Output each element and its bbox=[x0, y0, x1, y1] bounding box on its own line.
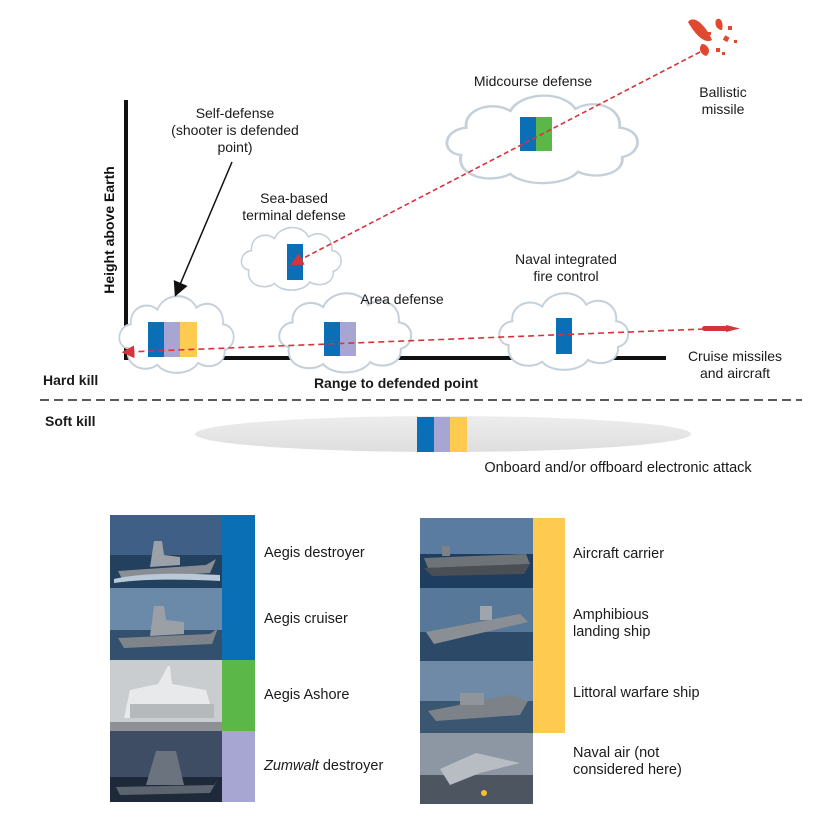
aegis-cruiser-label: Aegis cruiser bbox=[264, 611, 348, 627]
naval-air-line1: Naval air (not bbox=[573, 745, 660, 761]
terminal-bars bbox=[287, 244, 303, 280]
ballistic-line1: Ballistic bbox=[699, 84, 747, 100]
carrier-photo bbox=[420, 518, 533, 588]
cruise-line2: and aircraft bbox=[699, 365, 771, 381]
cruise-missile-label: Cruise missiles and aircraft bbox=[670, 348, 800, 382]
zumwalt-rest: destroyer bbox=[318, 758, 384, 774]
midcourse-label: Midcourse defense bbox=[473, 73, 593, 89]
ballistic-line2: missile bbox=[701, 101, 745, 117]
area-defense-bars bbox=[324, 322, 356, 356]
legend-bar-yellow bbox=[533, 518, 565, 733]
x-axis-label: Range to defended point bbox=[313, 375, 479, 391]
self-defense-bars bbox=[148, 322, 197, 357]
self-defense-line2: (shooter is defended bbox=[171, 122, 299, 138]
amphibious-label: Amphibious landing ship bbox=[573, 607, 650, 641]
self-defense-pointer bbox=[173, 161, 233, 297]
cruise-trajectory bbox=[121, 328, 705, 359]
soft-kill-bars bbox=[417, 417, 467, 452]
legend-bar-blue bbox=[222, 515, 255, 660]
zumwalt-destroyer-label: Zumwalt destroyer bbox=[264, 758, 383, 775]
hard-kill-label: Hard kill bbox=[43, 372, 99, 388]
cruise-line1: Cruise missiles bbox=[687, 348, 783, 364]
naval-air-label: Naval air (not considered here) bbox=[573, 745, 682, 779]
aircraft-carrier-label: Aircraft carrier bbox=[573, 546, 665, 562]
naval-integrated-bars bbox=[556, 318, 572, 354]
aegis-destroyer-label: Aegis destroyer bbox=[264, 545, 365, 561]
zumwalt-italic: Zumwalt bbox=[264, 758, 319, 774]
ballistic-trajectory bbox=[290, 51, 701, 265]
self-defense-line1: Self-defense bbox=[195, 105, 275, 121]
sea-based-terminal-label: Sea-based terminal defense bbox=[226, 190, 362, 224]
soft-kill-label: Soft kill bbox=[45, 413, 96, 429]
ashore-photo bbox=[110, 660, 222, 731]
cruiser-photo bbox=[110, 588, 222, 660]
littoral-photo bbox=[420, 661, 533, 733]
y-axis-label: Height above Earth bbox=[101, 166, 117, 294]
ballistic-missile-icon bbox=[688, 18, 737, 56]
self-defense-label: Self-defense (shooter is defended point) bbox=[150, 105, 320, 156]
naval-air-line2: considered here) bbox=[573, 762, 682, 778]
self-defense-line3: point) bbox=[217, 139, 253, 155]
cruise-missile-icon bbox=[702, 325, 740, 332]
ballistic-missile-label: Ballistic missile bbox=[678, 84, 768, 118]
aegis-ashore-label: Aegis Ashore bbox=[264, 687, 350, 703]
soft-kill-caption: Onboard and/or offboard electronic attac… bbox=[484, 460, 752, 476]
zumwalt-photo bbox=[110, 731, 222, 802]
legend-bar-lavender bbox=[222, 731, 255, 802]
naval-air-photo bbox=[420, 733, 533, 804]
naval-integrated-line1: Naval integrated bbox=[515, 251, 617, 267]
midcourse-bars bbox=[520, 117, 552, 151]
amphibious-line1: Amphibious bbox=[573, 607, 649, 623]
destroyer-photo bbox=[110, 515, 222, 588]
naval-integrated-line2: fire control bbox=[533, 268, 599, 284]
naval-integrated-label: Naval integrated fire control bbox=[490, 251, 642, 285]
terminal-line1: Sea-based bbox=[260, 190, 328, 206]
littoral-label: Littoral warfare ship bbox=[573, 685, 700, 701]
amphibious-line2: landing ship bbox=[573, 624, 651, 640]
amphibious-photo bbox=[420, 588, 533, 661]
terminal-line2: terminal defense bbox=[242, 207, 346, 223]
legend-bar-green bbox=[222, 660, 255, 731]
area-defense-label: Area defense bbox=[360, 291, 444, 307]
